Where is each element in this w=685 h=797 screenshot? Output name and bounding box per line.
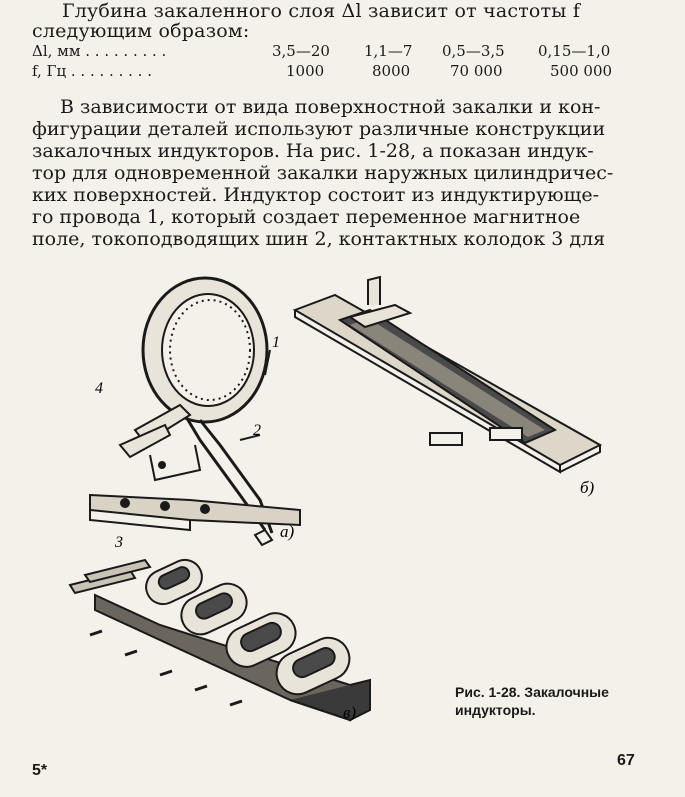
sub-label-c: в) xyxy=(343,703,356,722)
table-cell: 70 000 xyxy=(450,62,503,80)
sub-label-b: б) xyxy=(580,478,595,497)
inductor-b-drawing xyxy=(292,275,603,474)
table-cell: 500 000 xyxy=(550,62,613,80)
callout-4: 4 xyxy=(95,380,103,397)
paragraph-line: поле, токоподводящих шин 2, контактных к… xyxy=(32,228,606,250)
callout-2: 2 xyxy=(253,422,261,439)
row-label: Δl, мм . . . . . . . . . xyxy=(32,42,167,60)
table-cell: 1000 xyxy=(286,62,325,80)
paragraph-line: В зависимости от вида поверхностной зака… xyxy=(60,96,601,118)
body-paragraph: В зависимости от вида поверхностной зака… xyxy=(32,96,622,250)
page-number: 67 xyxy=(617,752,635,769)
paragraph-line: фигурации деталей используют различные к… xyxy=(32,118,606,140)
caption-line-1: Рис. 1-28. Закалочные xyxy=(455,684,609,700)
inductors-figure: 1 2 3 4 а) б) xyxy=(68,275,603,722)
paragraph-line: тор для одновременной закалки наружных ц… xyxy=(32,162,614,184)
paragraph-line: закалочных индукторов. На рис. 1-28, а п… xyxy=(32,140,594,162)
intro-line-2: следующим образом: xyxy=(32,20,250,42)
row-label: f, Гц . . . . . . . . . xyxy=(32,62,152,80)
paragraph-line: го провода 1, который создает переменное… xyxy=(32,206,581,228)
signature-mark: 5* xyxy=(32,762,48,779)
table-cell: 0,5—3,5 xyxy=(442,42,505,60)
table-cell: 0,15—1,0 xyxy=(538,42,611,60)
callout-3: 3 xyxy=(114,534,123,551)
table-cell: 3,5—20 xyxy=(272,42,330,60)
caption-line-2: индукторы. xyxy=(455,702,536,718)
sub-label-a: а) xyxy=(280,522,295,541)
paragraph-line: ких поверхностей. Индуктор состоит из ин… xyxy=(32,184,600,206)
table-cell: 1,1—7 xyxy=(364,42,413,60)
intro-line-1: Глубина закаленного слоя Δl зависит от ч… xyxy=(62,0,581,22)
inductor-c-drawing xyxy=(68,558,371,722)
callout-1: 1 xyxy=(272,334,280,351)
figure-caption: Рис. 1-28. Закалочные индукторы. xyxy=(455,683,609,719)
table-cell: 8000 xyxy=(372,62,411,80)
inductor-a-drawing xyxy=(89,276,301,547)
